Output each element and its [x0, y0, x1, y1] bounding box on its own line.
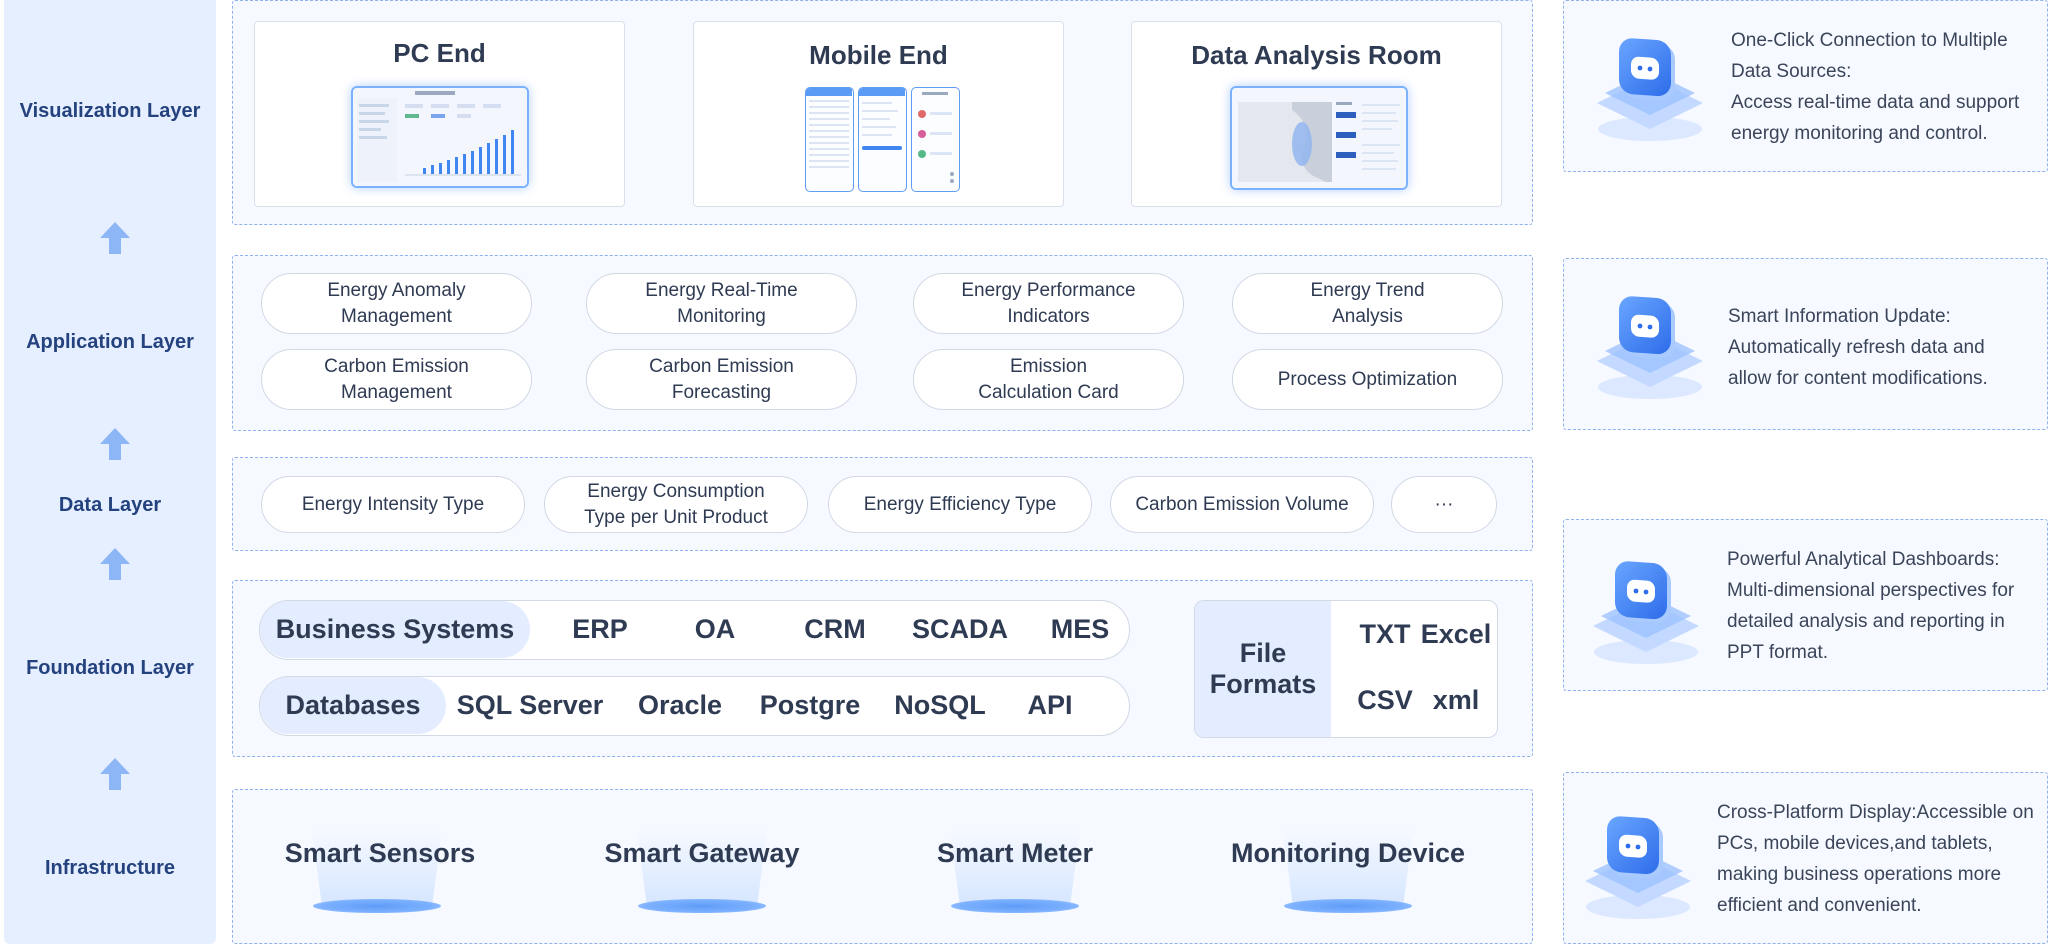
- chat-bot-icon: [1593, 561, 1699, 664]
- sensor-base-disc: [313, 899, 441, 913]
- chat-bot-icon: [1597, 38, 1703, 141]
- databases-row: Databases SQL Server Oracle Postgre NoSQ…: [259, 676, 1130, 736]
- feature-panel-smart-update: Smart Information Update:Automatically r…: [1563, 258, 2048, 430]
- file-format-item: CSV: [1357, 685, 1413, 715]
- chat-bot-icon: [1585, 816, 1691, 919]
- up-arrow-icon: [100, 428, 130, 460]
- database-item: Oracle: [637, 690, 723, 720]
- layer-column: Visualization Layer Application Layer Da…: [4, 0, 216, 944]
- infra-monitoring-device: Monitoring Device: [1230, 838, 1466, 868]
- feature-text-dashboards: Powerful Analytical Dashboards:Multi-dim…: [1727, 549, 2015, 663]
- business-item: MES: [1050, 614, 1110, 644]
- up-arrow-icon: [100, 548, 130, 580]
- layer-label-data: Data Layer: [58, 494, 162, 516]
- gateway-base-disc: [638, 899, 766, 913]
- layer-label-foundation: Foundation Layer: [26, 657, 194, 679]
- phone-thumbnail-3: [911, 87, 960, 192]
- business-item: ERP: [572, 614, 628, 644]
- database-item: Postgre: [759, 690, 861, 720]
- business-item: CRM: [804, 614, 866, 644]
- visualization-panel: PC End Mobile End: [232, 0, 1533, 225]
- meter-light-beam: [950, 830, 1080, 910]
- file-format-item: Excel: [1420, 619, 1492, 649]
- infra-smart-meter: Smart Meter: [936, 838, 1094, 868]
- meter-base-disc: [951, 899, 1079, 913]
- chat-bot-icon: [1597, 296, 1703, 399]
- device-base-disc: [1284, 899, 1412, 913]
- data-analysis-room-title: Data Analysis Room: [1191, 40, 1442, 70]
- data-energy-efficiency-type: Energy Efficiency Type: [828, 476, 1092, 533]
- up-arrow-icon: [100, 758, 130, 790]
- phone-thumbnail-1: [805, 87, 854, 192]
- device-light-beam: [1283, 830, 1413, 910]
- pc-screen-thumbnail: [351, 86, 529, 188]
- feature-text-smart-update: Smart Information Update:Automatically r…: [1728, 306, 1988, 389]
- business-systems-label: Business Systems: [260, 601, 530, 658]
- app-process-optimization: Process Optimization: [1232, 349, 1503, 410]
- layer-label-visualization: Visualization Layer: [19, 100, 201, 122]
- databases-label: Databases: [260, 677, 446, 734]
- analysis-screen-thumbnail: [1230, 86, 1408, 190]
- data-more-ellipsis: ···: [1391, 476, 1497, 533]
- data-energy-intensity-type: Energy Intensity Type: [261, 476, 525, 533]
- mobile-end-title: Mobile End: [809, 40, 948, 70]
- phone-thumbnail-2: [858, 87, 907, 192]
- data-carbon-emission-volume: Carbon Emission Volume: [1110, 476, 1374, 533]
- layer-label-application: Application Layer: [26, 331, 194, 353]
- layer-label-infrastructure: Infrastructure: [44, 857, 176, 879]
- gateway-light-beam: [637, 830, 767, 910]
- business-systems-row: Business Systems ERP OA CRM SCADA MES: [259, 600, 1130, 660]
- sensor-light-beam: [312, 830, 442, 910]
- infra-smart-sensors: Smart Sensors: [284, 838, 476, 868]
- pc-end-title: PC End: [393, 38, 486, 68]
- database-item: SQL Server: [456, 690, 604, 720]
- infra-smart-gateway: Smart Gateway: [604, 838, 800, 868]
- business-item: SCADA: [911, 614, 1008, 644]
- business-item: OA: [694, 614, 736, 644]
- database-item: NoSQL: [894, 690, 986, 720]
- up-arrow-icon: [100, 222, 130, 254]
- mobile-end-card: Mobile End: [693, 21, 1064, 207]
- feature-panel-dashboards: Powerful Analytical Dashboards:Multi-dim…: [1563, 519, 2048, 691]
- data-analysis-room-card: Data Analysis Room: [1131, 21, 1502, 207]
- pc-end-card: PC End: [254, 21, 625, 207]
- data-layer-panel: Energy Intensity Type Energy Consumption…: [232, 457, 1533, 551]
- file-format-item: xml: [1432, 685, 1480, 715]
- file-format-item: TXT: [1359, 619, 1411, 649]
- database-item: API: [1027, 690, 1073, 720]
